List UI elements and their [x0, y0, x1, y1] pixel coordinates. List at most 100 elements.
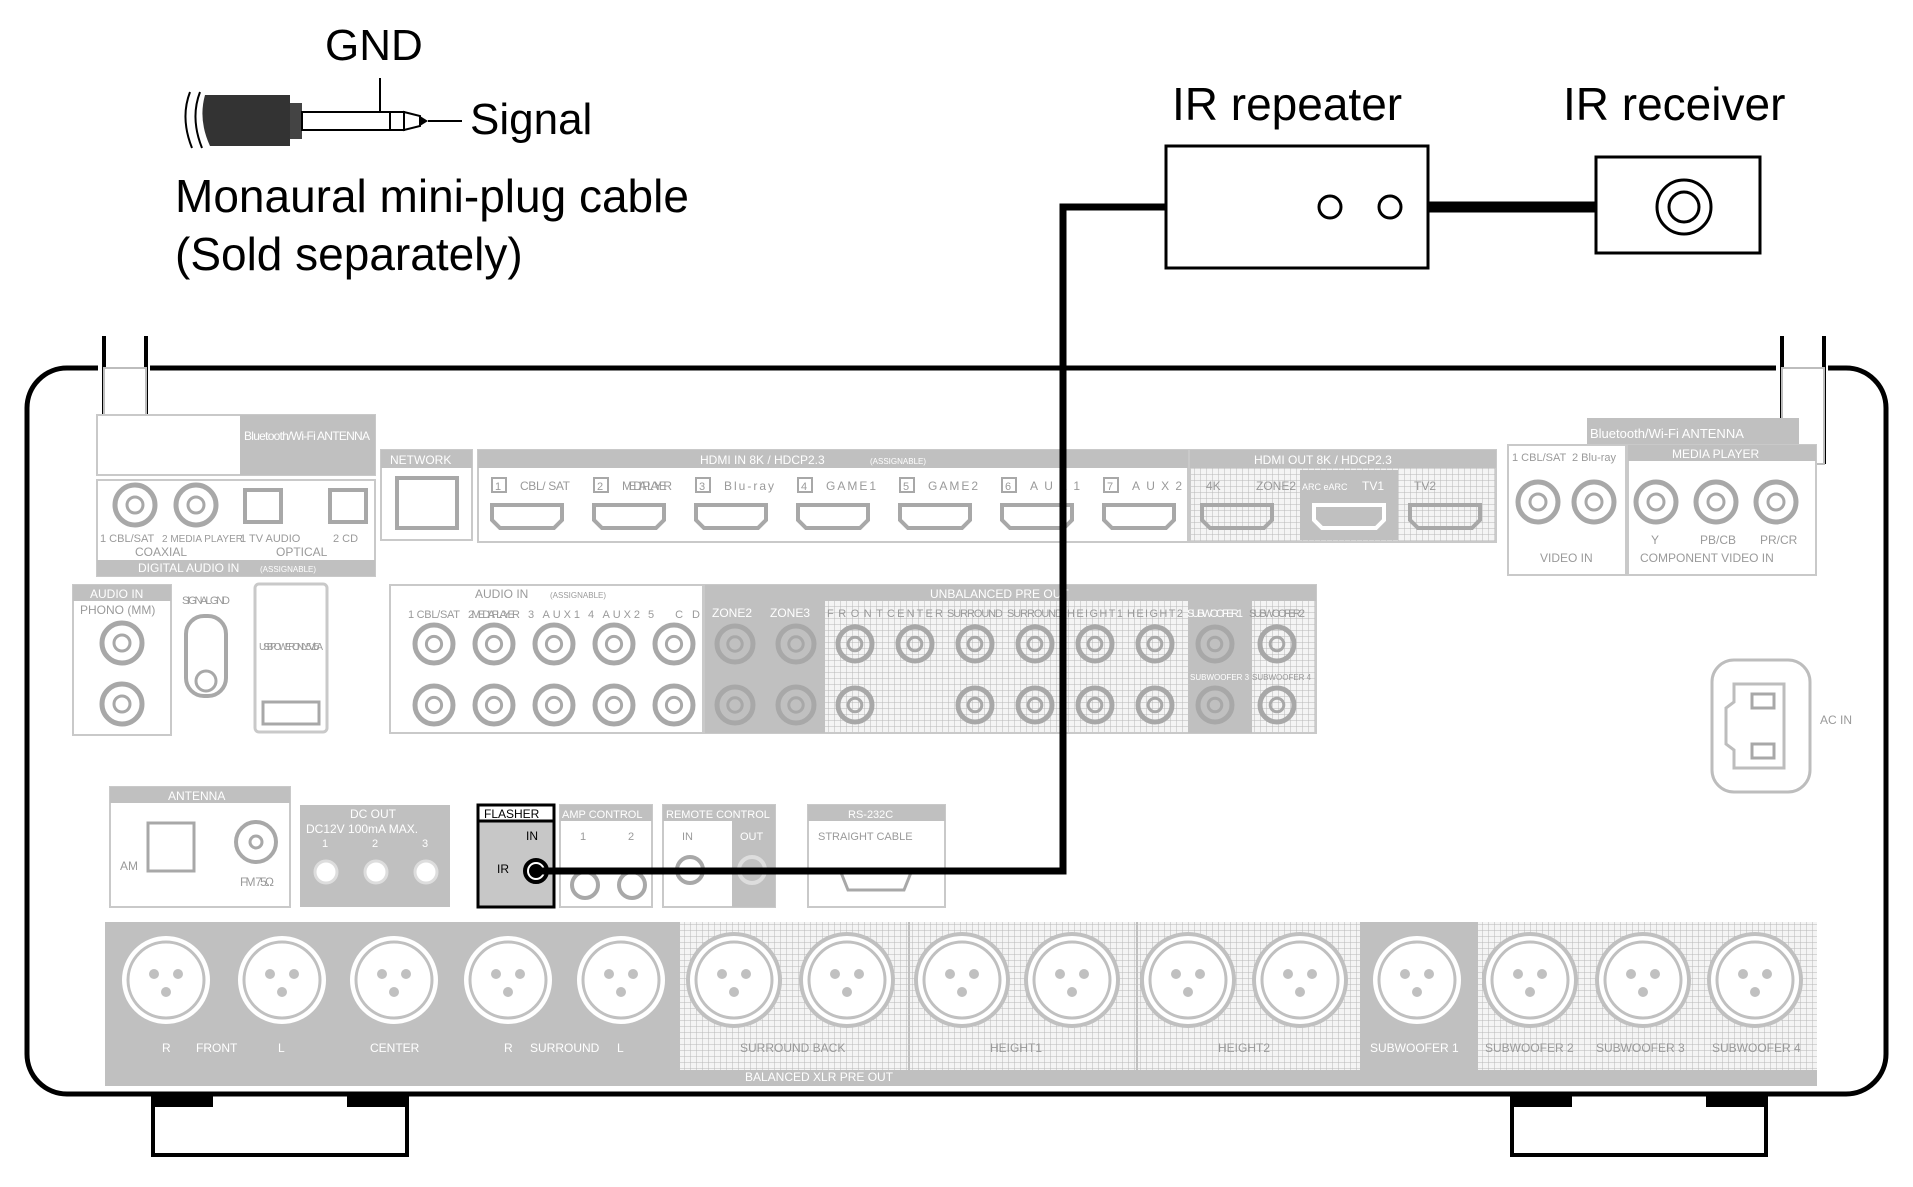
pre-out-jack-bottom — [835, 685, 875, 725]
xlr-jack — [1252, 932, 1348, 1028]
pre-out-jack-top — [1015, 624, 1055, 664]
antenna-section — [109, 786, 291, 908]
rs232c-section — [807, 804, 946, 908]
hdmi-out-port-name: ZONE2 — [1256, 479, 1296, 493]
xlr-jack — [234, 932, 330, 1028]
audio-in-label: AUDIO IN — [475, 587, 528, 601]
coaxial-label: COAXIAL — [135, 545, 187, 559]
fm-label: FM 75Ω — [240, 875, 274, 889]
pre-out-jack-bottom — [1075, 685, 1115, 725]
zone-jack-top — [714, 623, 756, 665]
xlr-group-label: SUBWOOFER 1 — [1370, 1041, 1459, 1055]
xlr-group-label: SURROUND BACK — [740, 1041, 845, 1055]
media-player-label: MEDIA PLAYER — [1672, 447, 1759, 461]
gnd-label: GND — [325, 21, 423, 70]
hdmi-in-number-box — [1103, 477, 1119, 493]
dc-port-3: 3 — [422, 838, 428, 850]
hdmi-out-port-name: TV1 — [1362, 479, 1384, 493]
xlr-jack — [799, 932, 895, 1028]
remote-control-label: REMOTE CONTROL — [666, 809, 770, 821]
hdmi-in-number-box — [899, 477, 915, 493]
hdmi-in-port-number: 2 — [597, 481, 603, 493]
hdmi-in-port — [796, 503, 870, 530]
xlr-jack — [573, 932, 669, 1028]
dc-out-label: DC OUT — [350, 807, 397, 821]
pre-out-channel-label: SUBWOOFER 2 — [1249, 608, 1305, 620]
xlr-group-label: SUBWOOFER 2 — [1485, 1041, 1574, 1055]
hdmi-in-port-number: 6 — [1005, 481, 1011, 493]
zone3-label: ZONE3 — [770, 606, 810, 620]
flasher-plug — [529, 864, 543, 878]
hdmi-in-port-name: GAME2 — [928, 479, 978, 493]
audio-in-jack-r — [412, 683, 456, 727]
hdmi-out-port — [1200, 503, 1274, 530]
audio-in-jack-l — [532, 622, 576, 666]
network-label: NETWORK — [390, 453, 451, 467]
video-in-section — [1507, 444, 1817, 576]
signal-gnd-label: SIGNAL GND — [182, 595, 230, 607]
xlr-jack — [686, 932, 782, 1028]
xlr-channel-label: L — [278, 1041, 285, 1055]
video-in-label: VIDEO IN — [1540, 551, 1593, 565]
ir-repeater-jack-2 — [1377, 194, 1403, 220]
flasher-label: FLASHER — [484, 807, 540, 821]
xlr-jack — [1369, 932, 1465, 1028]
xlr-group-label: SUBWOOFER 3 — [1596, 1041, 1685, 1055]
xlr-group-label: HEIGHT1 — [990, 1041, 1042, 1055]
flasher-ir-label: IR — [497, 862, 509, 876]
hdmi-in-port-number: 5 — [903, 481, 909, 493]
pre-out-jack-top — [955, 624, 995, 664]
xlr-group-label: SURROUND — [530, 1041, 600, 1055]
dc-out-section — [300, 805, 450, 907]
hdmi-in-port — [592, 503, 666, 530]
straight-cable-label: STRAIGHT CABLE — [818, 831, 913, 843]
pre-out-jack-bottom — [1195, 685, 1235, 725]
digital-input-2: 2 MEDIA PLAYER — [162, 534, 243, 545]
audio-in-jack-l — [472, 622, 516, 666]
zone2-label: ZONE2 — [712, 606, 752, 620]
hdmi-in-label: HDMI IN 8K / HDCP2.3 — [700, 453, 825, 467]
pre-out-channel-label: SURROUND — [947, 608, 1003, 620]
hdmi-in-section — [477, 449, 1189, 543]
cable-name-line2: (Sold separately) — [175, 228, 523, 280]
xlr-jack — [1707, 932, 1803, 1028]
pre-out-jack-top — [835, 624, 875, 664]
video-in-input-2: 2 Blu-ray — [1572, 452, 1617, 464]
hdmi-in-port — [898, 503, 972, 530]
audio-in-jack-r — [532, 683, 576, 727]
xlr-jack — [1595, 932, 1691, 1028]
amp-port-1: 1 — [580, 831, 586, 843]
pre-out-channel-label: HEIGHT2 — [1127, 608, 1183, 620]
pre-out-jack-top — [1257, 624, 1297, 664]
xlr-channel-label: R — [162, 1041, 171, 1055]
digital-input-3: 1 TV AUDIO — [240, 533, 301, 545]
feet — [151, 1093, 1768, 1157]
xlr-jack — [118, 932, 214, 1028]
hdmi-in-number-box — [491, 477, 507, 493]
optical-label: OPTICAL — [276, 545, 328, 559]
hdmi-in-number-box — [695, 477, 711, 493]
cable-name-line1: Monaural mini-plug cable — [175, 170, 689, 222]
audio-in-input-label: 1 CBL/SAT — [408, 609, 460, 621]
subwoofer-4-label: SUBWOOFER 4 — [1252, 673, 1312, 682]
ac-in-label: AC IN — [1820, 713, 1852, 727]
audio-in-jack-l — [412, 622, 456, 666]
phono-mm-label: PHONO (MM) — [80, 603, 155, 617]
digital-audio-in-section — [96, 479, 376, 577]
pre-out-jack-bottom — [1257, 685, 1297, 725]
digital-assignable-label: (ASSIGNABLE) — [260, 565, 316, 574]
hdmi-in-port-name: GAME1 — [826, 479, 876, 493]
unbalanced-pre-out-section — [704, 584, 1317, 734]
hdmi-in-port — [694, 503, 768, 530]
pre-out-jack-bottom — [955, 685, 995, 725]
component-y: Y — [1651, 533, 1659, 547]
audio-in-phono-label: AUDIO IN — [90, 587, 143, 601]
pre-out-jack-bottom — [1015, 685, 1055, 725]
subwoofer-3-label: SUBWOOFER 3 — [1190, 673, 1250, 682]
zone-jack-bottom — [775, 684, 817, 726]
xlr-group-label: CENTER — [370, 1041, 420, 1055]
pre-out-jack-top — [1195, 624, 1235, 664]
xlr-jack — [1482, 932, 1578, 1028]
am-label: AM — [120, 859, 138, 873]
